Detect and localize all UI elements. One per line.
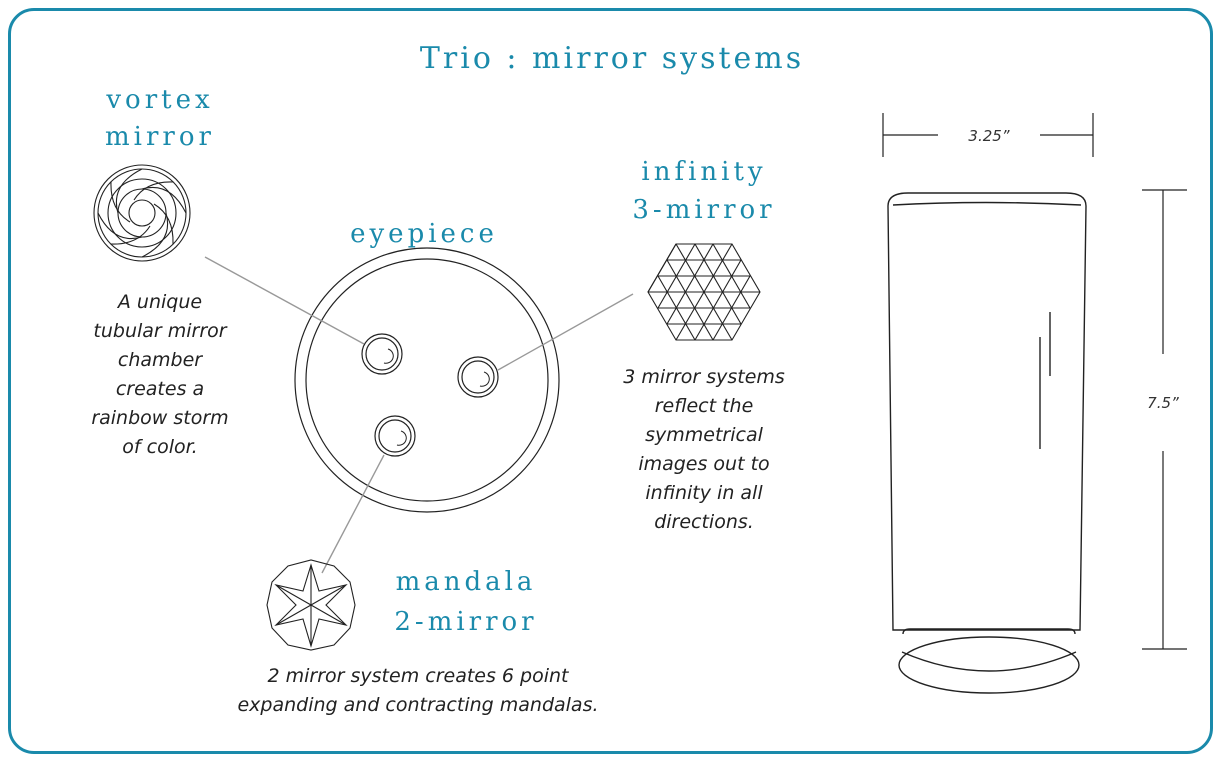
- width-label: 3.25”: [968, 127, 1009, 145]
- vortex-desc-line: A unique: [116, 291, 202, 313]
- mandala-description: 2 mirror system creates 6 point expandin…: [237, 665, 598, 716]
- infinity-desc-line: reflect the: [655, 395, 754, 417]
- vortex-desc-line: of color.: [122, 436, 197, 458]
- vortex-desc-line: tubular mirror: [93, 320, 227, 342]
- vortex-heading-1: vortex: [105, 85, 213, 115]
- infinity-heading-2: 3-mirror: [632, 195, 775, 225]
- infinity-desc-line: images out to: [638, 453, 769, 475]
- infinity-heading-1: infinity: [641, 157, 766, 187]
- diagram-frame: [8, 8, 1213, 754]
- vortex-desc-line: creates a: [116, 378, 204, 400]
- height-dimension: [1142, 189, 1187, 650]
- width-dimension: [882, 113, 1094, 157]
- infinity-desc-line: 3 mirror systems: [623, 366, 785, 388]
- infinity-desc-line: symmetrical: [645, 424, 763, 446]
- vortex-heading-2: mirror: [105, 122, 215, 152]
- infinity-desc-line: infinity in all: [645, 482, 763, 504]
- eyepiece-hole-infinity: [457, 356, 499, 398]
- infinity-description: 3 mirror systems reflect the symmetrical…: [623, 366, 785, 533]
- vortex-mirror-icon: [93, 164, 191, 262]
- mandala-desc-line: 2 mirror system creates 6 point: [268, 665, 571, 687]
- eyepiece-heading: eyepiece: [350, 219, 498, 249]
- infinity-mirror-icon: [647, 243, 761, 341]
- vortex-description: A unique tubular mirror chamber creates …: [91, 291, 228, 458]
- mandala-desc-line: expanding and contracting mandalas.: [237, 694, 598, 716]
- mandala-heading-2: 2-mirror: [394, 607, 537, 637]
- vortex-desc-line: chamber: [118, 349, 203, 371]
- leader-mandala: [321, 454, 385, 574]
- leader-lines: [204, 256, 634, 574]
- kaleidoscope-tube: [887, 192, 1087, 694]
- vortex-desc-line: rainbow storm: [91, 407, 228, 429]
- eyepiece-drawing: [294, 247, 560, 513]
- leader-infinity: [497, 293, 634, 371]
- mandala-heading-1: mandala: [396, 567, 537, 597]
- page-title: Trio : mirror systems: [420, 41, 804, 76]
- height-label: 7.5”: [1147, 394, 1179, 412]
- leader-vortex: [204, 256, 365, 345]
- infinity-desc-line: directions.: [654, 511, 754, 533]
- eyepiece-hole-vortex: [361, 333, 403, 375]
- eyepiece-hole-mandala: [374, 415, 416, 457]
- mandala-mirror-icon: [266, 559, 356, 651]
